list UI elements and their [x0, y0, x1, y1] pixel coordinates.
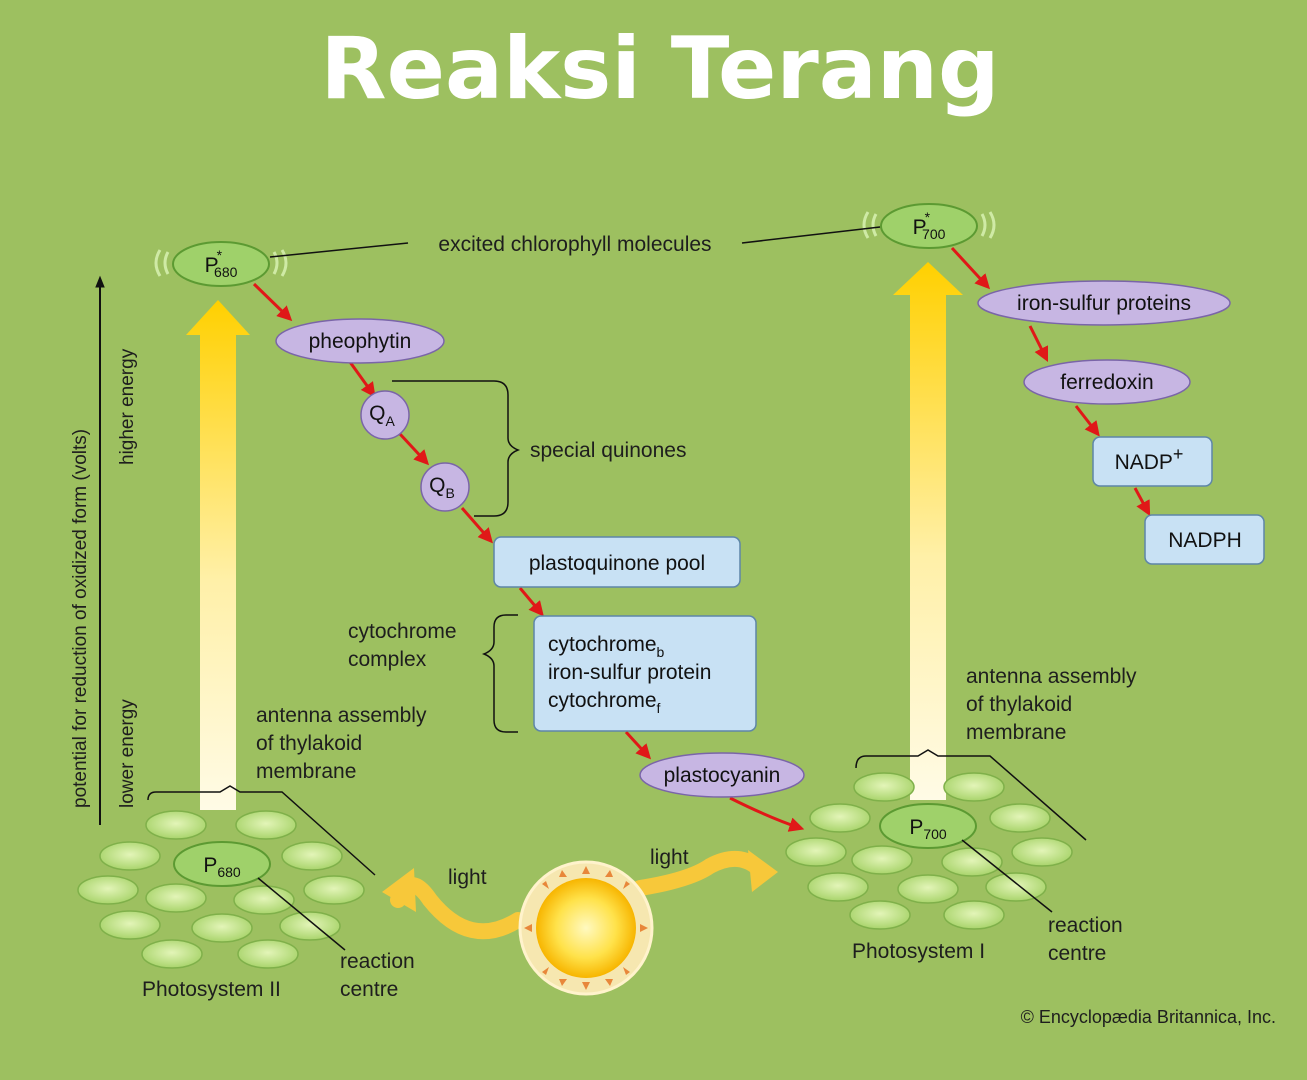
electron-flow-arrows	[252, 246, 1151, 832]
p700-star: *	[925, 209, 931, 225]
nadp-box: NADP+	[1092, 436, 1213, 487]
ps2-name: Photosystem II	[142, 978, 281, 1001]
p680-excited: P*680	[154, 241, 288, 287]
cytochrome-b-label: cytochrome	[548, 633, 657, 656]
nadph-box: NADPH	[1144, 514, 1265, 565]
p700-label: P	[913, 216, 927, 239]
ps1-reaction-leader	[961, 839, 1053, 913]
ps2-reaction-sub: 680	[217, 864, 241, 880]
svg-text:P*680: P*680	[205, 247, 238, 280]
p680-label: P	[205, 254, 219, 277]
nadp-plus: +	[1173, 444, 1184, 464]
light-label-right: light	[650, 846, 689, 869]
ps1-antenna-assembly	[785, 772, 1073, 930]
p680-star: *	[217, 247, 223, 263]
plastocyanin-node: plastocyanin	[639, 752, 805, 798]
iron-sulfur-protein-label: iron-sulfur protein	[548, 661, 711, 684]
y-axis-lower-label: lower energy	[117, 699, 138, 808]
y-axis-higher-label: higher energy	[117, 348, 138, 465]
p700-sub: 700	[922, 226, 946, 242]
qb-node: QB	[420, 462, 470, 512]
ps1-reaction-sub: 700	[923, 826, 947, 842]
cytochrome-f-label: cytochrome	[548, 689, 657, 712]
qb-label: Q	[429, 474, 445, 497]
ps1-reaction-centre: P700	[879, 803, 977, 849]
svg-text:QB: QB	[429, 474, 455, 501]
svg-text:QA: QA	[369, 402, 395, 429]
p700-excited: P*700	[862, 203, 996, 249]
qa-label: Q	[369, 402, 385, 425]
ps1-energy-arrow	[893, 262, 963, 800]
ps2-reaction-centre: P680	[173, 841, 271, 887]
plastocyanin-label: plastocyanin	[664, 764, 781, 787]
cytochrome-f-sub: f	[657, 700, 661, 716]
sun-icon	[382, 850, 778, 996]
svg-text:NADP+: NADP+	[1115, 444, 1184, 474]
ferredoxin-label: ferredoxin	[1060, 371, 1153, 394]
ps1-name: Photosystem I	[852, 940, 985, 963]
ferredoxin-node: ferredoxin	[1023, 359, 1191, 405]
ps2-reaction-label: P	[203, 854, 217, 877]
p680-sub: 680	[214, 264, 238, 280]
cytochrome-b-sub: b	[657, 644, 665, 660]
y-axis-label: potential for reduction of oxidized form…	[70, 429, 91, 808]
pheophytin-label: pheophytin	[309, 330, 412, 353]
special-quinones-bracket	[392, 380, 521, 517]
pheophytin-node: pheophytin	[275, 318, 445, 364]
plastoquinone-pool-box: plastoquinone pool	[493, 536, 741, 588]
excited-leader-right	[741, 226, 881, 244]
svg-text:P700: P700	[909, 816, 947, 842]
qb-sub: B	[446, 485, 455, 501]
svg-text:P680: P680	[203, 854, 241, 880]
excited-leader-left	[269, 242, 409, 258]
ps2-antenna-assembly	[77, 810, 365, 969]
svg-text:cytochromef: cytochromef	[548, 689, 661, 716]
ps1-antenna-bracket	[855, 749, 1087, 841]
excited-label: excited chlorophyll molecules	[438, 233, 711, 256]
ps2-reaction-leader	[257, 877, 346, 951]
cytochrome-complex-bracket	[481, 614, 518, 733]
iron-sulfur-proteins-node: iron-sulfur proteins	[977, 280, 1231, 326]
y-axis: potential for reduction of oxidized form…	[70, 275, 138, 825]
nadp-label: NADP	[1115, 451, 1173, 474]
svg-text:P*700: P*700	[913, 209, 946, 242]
qa-node: QA	[360, 390, 410, 440]
iron-sulfur-proteins-label: iron-sulfur proteins	[1017, 292, 1191, 315]
light-label-left: light	[448, 866, 487, 889]
qa-sub: A	[386, 413, 396, 429]
ps2-energy-arrow	[186, 300, 250, 810]
ps2-antenna-bracket	[147, 785, 376, 876]
svg-text:cytochromeb: cytochromeb	[548, 633, 665, 660]
copyright: © Encyclopædia Britannica, Inc.	[1021, 1007, 1276, 1027]
page-title: Reaksi Terang	[320, 19, 999, 119]
cytochrome-complex-box: cytochromeb iron-sulfur protein cytochro…	[533, 615, 757, 732]
special-quinones-label: special quinones	[530, 439, 686, 462]
nadph-label: NADPH	[1168, 529, 1242, 552]
plastoquinone-pool-label: plastoquinone pool	[529, 552, 705, 575]
ps1-reaction-label: P	[909, 816, 923, 839]
